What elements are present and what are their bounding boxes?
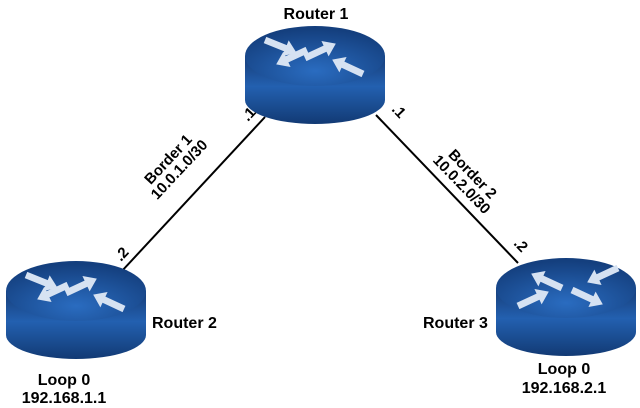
link-border-2 bbox=[375, 114, 519, 264]
router-2[interactable] bbox=[6, 261, 146, 359]
router-3-loopback-label: Loop 0 bbox=[538, 361, 591, 378]
router-1-label: Router 1 bbox=[284, 6, 349, 23]
border-2-end-router-1: .1 bbox=[388, 101, 409, 122]
border-2-end-router-3: .2 bbox=[510, 235, 531, 256]
router-3[interactable] bbox=[496, 258, 636, 356]
router-2-label: Router 2 bbox=[152, 315, 217, 332]
router-2-loopback-label: Loop 0 bbox=[38, 372, 91, 389]
link-border-1 bbox=[120, 116, 266, 273]
router-2-loopback-ip: 192.168.1.1 bbox=[22, 390, 107, 407]
router-3-label: Router 3 bbox=[423, 315, 488, 332]
router-3-loopback-ip: 192.168.2.1 bbox=[522, 380, 607, 397]
router-1[interactable] bbox=[245, 26, 385, 124]
